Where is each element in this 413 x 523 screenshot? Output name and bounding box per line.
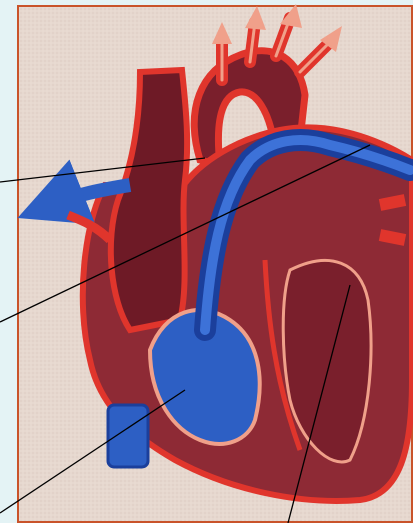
inferior-vena-cava	[108, 405, 148, 467]
